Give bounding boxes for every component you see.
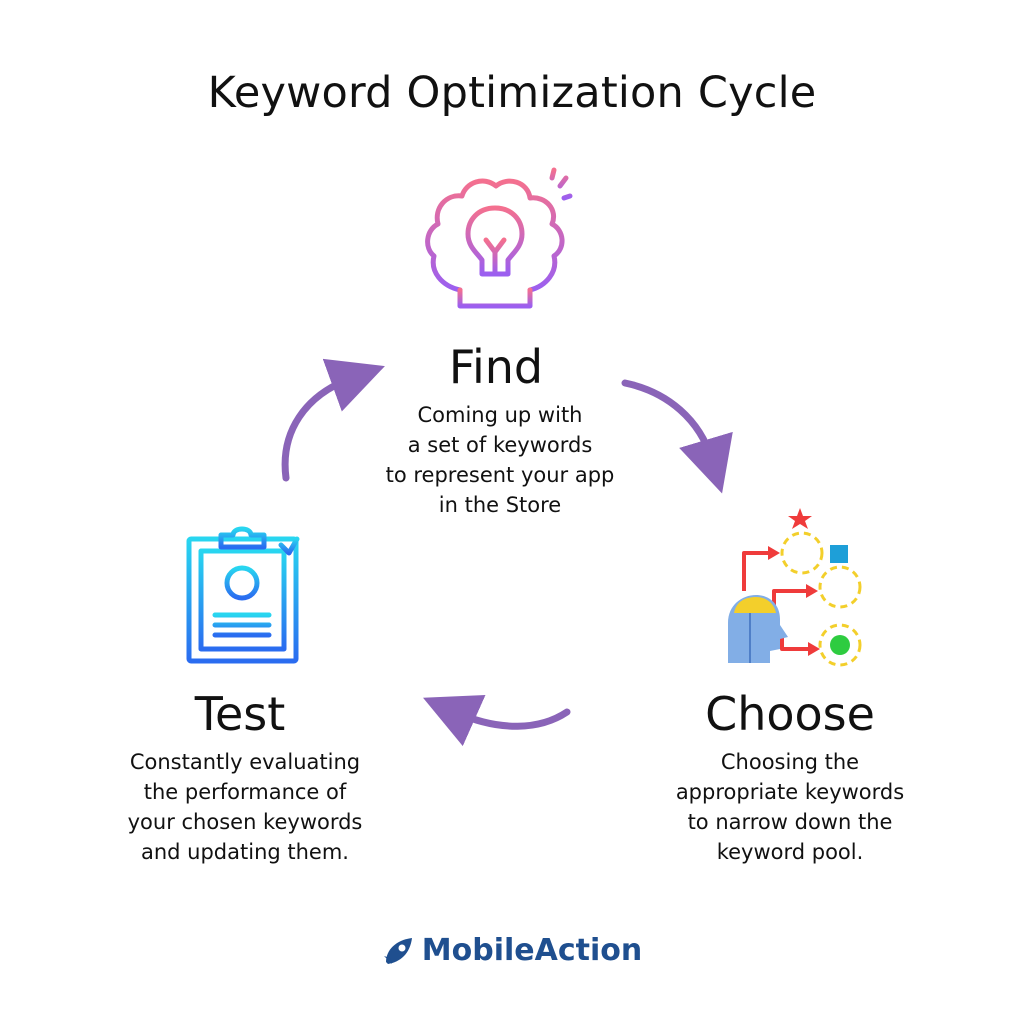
stage-title-choose: Choose bbox=[705, 687, 875, 741]
brand-name: MobileAction bbox=[421, 933, 643, 968]
green-dot-icon bbox=[830, 635, 850, 655]
brain-lightbulb-icon bbox=[425, 167, 573, 309]
star-icon bbox=[788, 508, 812, 529]
brand-logo: MobileAction bbox=[0, 933, 1024, 968]
clipboard-profile-icon bbox=[186, 526, 300, 664]
stage-description-test: Constantly evaluating the performance of… bbox=[127, 750, 363, 864]
stage-description-find: Coming up with a set of keywords to repr… bbox=[385, 403, 615, 517]
stage-title-find: Find bbox=[448, 340, 544, 394]
page-title: Keyword Optimization Cycle bbox=[207, 68, 817, 118]
rocket-icon bbox=[383, 937, 412, 964]
stage-title-test: Test bbox=[194, 687, 286, 741]
square-icon bbox=[830, 545, 848, 563]
stage-description-choose: Choosing the appropriate keywords to nar… bbox=[675, 750, 905, 864]
decision-paths-icon bbox=[728, 508, 862, 667]
